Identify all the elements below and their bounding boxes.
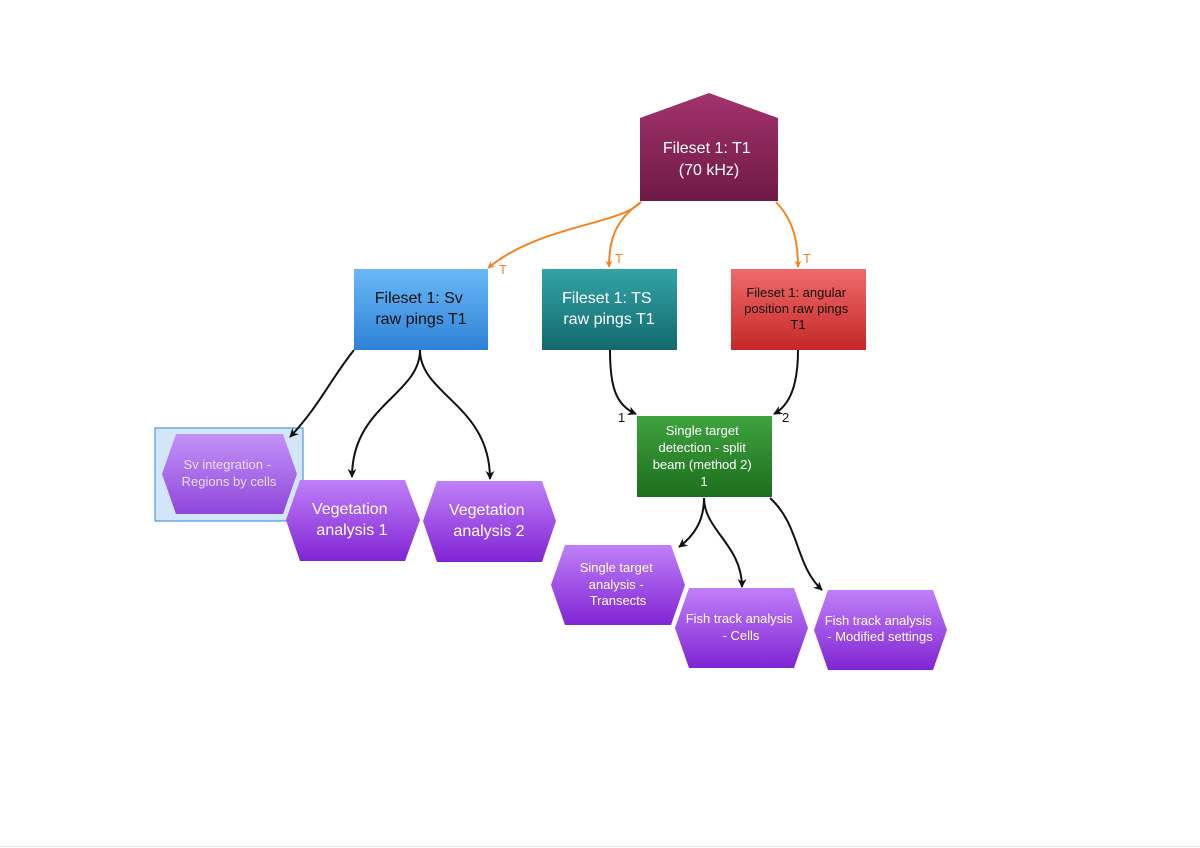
node-single-target-analysis[interactable]: Single target analysis - Transects bbox=[551, 545, 685, 625]
edge-label-to-angular: T bbox=[803, 251, 811, 266]
node-ts-raw-label: Fileset 1: TS raw pings T1 bbox=[562, 290, 656, 328]
node-sv-raw-label: Fileset 1: Sv raw pings T1 bbox=[375, 290, 467, 328]
node-fish-track-cells-label: Fish track analysis - Cells bbox=[686, 611, 797, 643]
node-fish-track-cells[interactable]: Fish track analysis - Cells bbox=[675, 588, 808, 668]
edge-ts-to-std[interactable] bbox=[609, 349, 637, 415]
edge-std-to-fish-track-modified[interactable] bbox=[769, 497, 823, 591]
node-ts-raw-pings[interactable]: Fileset 1: TS raw pings T1 bbox=[542, 269, 677, 350]
node-sv-integration-label: Sv integration - Regions by cells bbox=[182, 457, 277, 489]
house-pentagon-shape bbox=[640, 93, 778, 201]
edge-source-to-ts[interactable] bbox=[605, 201, 642, 268]
node-vegetation-2-label: Vegetation analysis 2 bbox=[449, 502, 529, 540]
node-fish-track-modified-label: Fish track analysis - Modified settings bbox=[825, 613, 936, 644]
edge-label-ts-input: 1 bbox=[618, 410, 625, 425]
node-std-label: Single target detection - split beam (me… bbox=[653, 423, 756, 489]
node-source-label: Fileset 1: T1 (70 kHz) bbox=[663, 140, 755, 179]
edge-std-to-fish-track-cells[interactable] bbox=[703, 497, 747, 588]
node-sv-raw-pings[interactable]: Fileset 1: Sv raw pings T1 bbox=[354, 269, 488, 350]
edge-label-to-sv: T bbox=[499, 262, 507, 277]
edge-sv-to-vegetation-2[interactable] bbox=[419, 349, 495, 480]
edge-label-angular-input: 2 bbox=[782, 410, 789, 425]
node-fish-track-modified[interactable]: Fish track analysis - Modified settings bbox=[814, 590, 947, 670]
edge-sv-to-integration[interactable] bbox=[289, 349, 355, 438]
edge-sv-to-vegetation-1[interactable] bbox=[347, 349, 421, 478]
node-vegetation-analysis-2[interactable]: Vegetation analysis 2 bbox=[423, 481, 556, 562]
node-single-target-detection[interactable]: Single target detection - split beam (me… bbox=[637, 416, 772, 497]
node-vegetation-1-label: Vegetation analysis 1 bbox=[312, 501, 392, 539]
node-sv-integration[interactable]: Sv integration - Regions by cells bbox=[162, 434, 297, 514]
node-angular-label: Fileset 1: angular position raw pings T1 bbox=[744, 285, 852, 332]
edge-angular-to-std[interactable] bbox=[773, 349, 799, 415]
node-single-target-analysis-label: Single target analysis - Transects bbox=[580, 560, 657, 608]
bottom-divider bbox=[0, 846, 1200, 847]
node-vegetation-analysis-1[interactable]: Vegetation analysis 1 bbox=[286, 480, 420, 561]
edge-labels: T T T 1 2 bbox=[499, 251, 811, 425]
node-source[interactable]: Fileset 1: T1 (70 kHz) bbox=[640, 93, 778, 201]
node-angular-raw-pings[interactable]: Fileset 1: angular position raw pings T1 bbox=[731, 269, 866, 350]
edge-std-to-single-target-analysis[interactable] bbox=[678, 497, 705, 548]
edge-label-to-ts: T bbox=[615, 251, 623, 266]
edges bbox=[289, 201, 823, 591]
edge-source-to-angular[interactable] bbox=[775, 201, 802, 268]
